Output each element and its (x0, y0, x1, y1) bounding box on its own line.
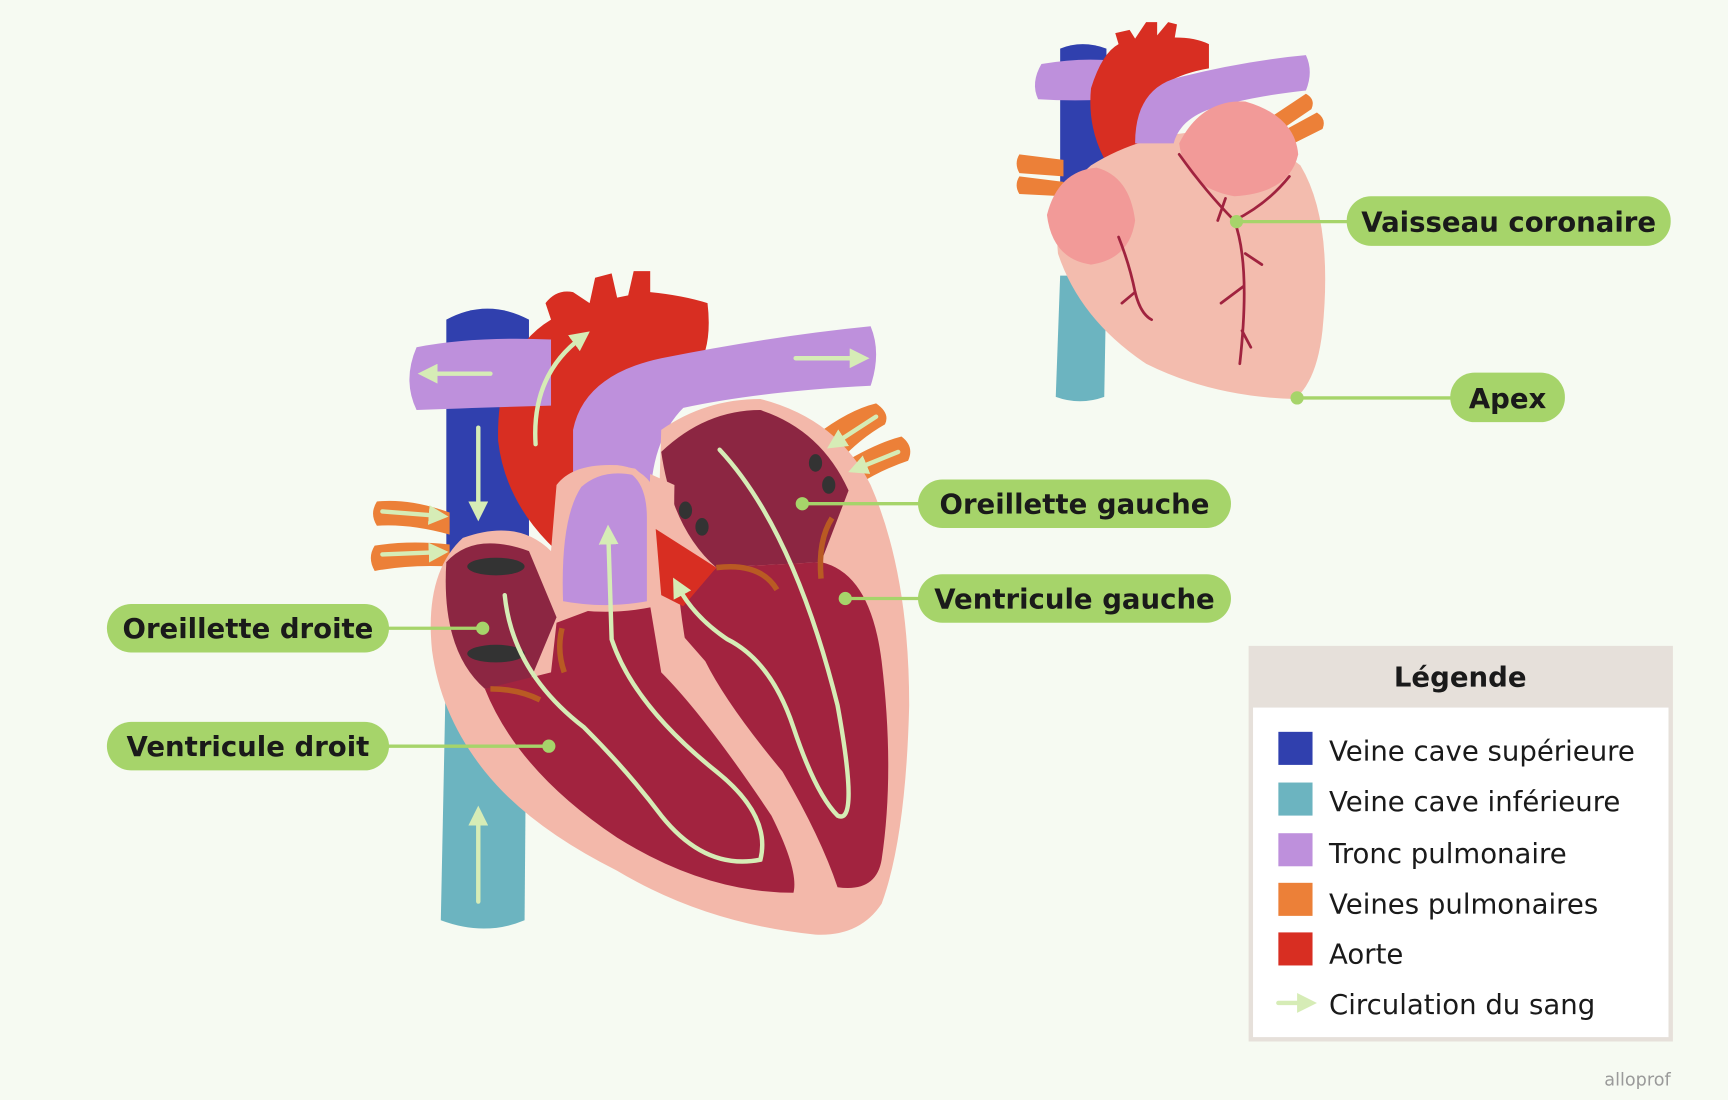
legend-title: Légende (1394, 662, 1527, 694)
label-text: Vaisseau coronaire (1361, 207, 1656, 239)
legend-label: Veines pulmonaires (1329, 889, 1598, 921)
legend-item: Veine cave inférieure (1278, 782, 1620, 818)
small-left-atrium (1179, 101, 1299, 197)
label-text: Oreillette droite (123, 613, 374, 645)
label-vaisseau-coronaire: Vaisseau coronaire (1229, 196, 1671, 246)
small-right-atrium (1046, 167, 1136, 265)
blood-flow-arrows (380, 331, 901, 904)
label-apex: Apex (1290, 372, 1565, 423)
legend-label: Aorte (1329, 938, 1403, 970)
pulmonary-trunk-inner (556, 466, 654, 612)
aortic-valve-region (655, 529, 717, 607)
legend-swatch (1278, 731, 1313, 765)
left-ventricle (666, 562, 889, 889)
label-oreillette-droite: Oreillette droite (106, 604, 490, 653)
legend-item: Circulation du sang (1276, 989, 1595, 1021)
heart-valves (490, 516, 835, 703)
legend-item: Veine cave supérieure (1278, 731, 1635, 767)
legend-label: Veine cave supérieure (1329, 735, 1635, 767)
small-pulmonary-trunk (1135, 55, 1310, 144)
legend-swatch (1278, 932, 1313, 966)
legend-label: Veine cave inférieure (1329, 786, 1620, 818)
legend-item: Aorte (1278, 932, 1403, 970)
label-text: Ventricule gauche (934, 583, 1215, 615)
label-text: Ventricule droit (127, 731, 370, 763)
legend-label: Tronc pulmonaire (1328, 838, 1567, 870)
vessel-openings (467, 454, 836, 663)
label-text: Apex (1469, 383, 1547, 415)
label-oreillette-gauche: Oreillette gauche (795, 479, 1231, 528)
heart-exterior (1016, 22, 1326, 402)
label-ventricule-droit: Ventricule droit (106, 721, 556, 771)
alloprof-logo: alloprof (1604, 1071, 1671, 1091)
label-text: Oreillette gauche (940, 489, 1210, 521)
legend-item: Veines pulmonaires (1278, 882, 1598, 921)
heart-cross-section (370, 271, 911, 935)
right-ventricle (484, 606, 795, 893)
legend: Légende Veine cave supérieure Veine cave… (1248, 645, 1673, 1042)
legend-label: Circulation du sang (1329, 989, 1595, 1021)
legend-item: Tronc pulmonaire (1278, 833, 1567, 870)
legend-swatch (1278, 782, 1313, 816)
small-pulmonary-veins (1016, 93, 1324, 197)
label-ventricule-gauche: Ventricule gauche (838, 574, 1231, 623)
legend-swatch (1278, 833, 1313, 867)
legend-swatch (1278, 882, 1313, 916)
